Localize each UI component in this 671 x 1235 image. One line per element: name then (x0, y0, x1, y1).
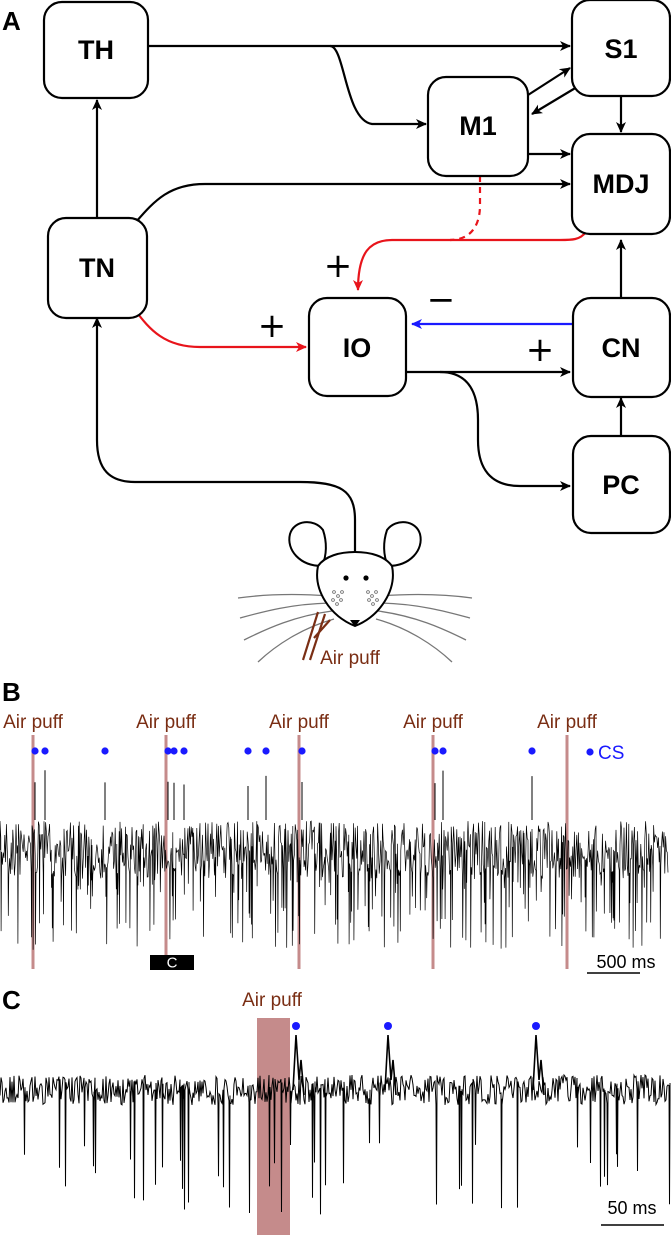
air-puff-nozzle-icon (301, 611, 331, 661)
node-s1-label: S1 (604, 34, 637, 64)
panel-b-air-puff-label: Air puff (136, 712, 197, 733)
arrow-th-m1 (329, 44, 427, 129)
whiskers (237, 593, 473, 663)
panel-b-air-puff-label: Air puff (403, 712, 464, 733)
complex-spike-dot (439, 747, 447, 755)
complex-spike-dot (262, 747, 270, 755)
scale-bar-c-label: 50 ms (607, 1198, 656, 1218)
panel-a-label: A (2, 6, 21, 36)
node-pc-label: PC (602, 470, 640, 500)
scale-bar-b: 500 ms (587, 952, 656, 974)
complex-spike-dot (532, 1022, 540, 1030)
sign-plus-mdj-io: + (324, 246, 353, 286)
panel-b-label: B (2, 677, 21, 707)
node-pc: PC (571, 434, 671, 535)
air-puff-marker (297, 735, 301, 969)
air-puff-marker (431, 735, 435, 969)
complex-spike-waveform (292, 1034, 305, 1096)
zoom-box-label: C (167, 955, 178, 972)
panel-c-label: C (2, 985, 21, 1015)
node-io: IO (307, 296, 408, 398)
node-mdj-label: MDJ (592, 169, 649, 199)
complex-spike-dot (528, 747, 536, 755)
arrow-m1-s1 (527, 67, 571, 96)
scale-bar-c: 50 ms (601, 1198, 664, 1226)
arrow-s1-m1 (531, 83, 583, 115)
complex-spike-dot (170, 747, 178, 755)
complex-spike-dot (431, 747, 439, 755)
arrow-io-pc (439, 370, 571, 491)
node-io-label: IO (343, 333, 372, 363)
node-s1: S1 (570, 0, 671, 98)
arrow-mdj-io (353, 231, 587, 291)
complex-spike-dot (41, 747, 49, 755)
arrow-mouse-tn (92, 317, 357, 560)
arrow-tn-mdj (135, 179, 571, 223)
node-cn: CN (571, 296, 671, 399)
sign-minus-cn-io: − (427, 280, 456, 320)
zoom-box-c: C (150, 955, 194, 972)
mouse-head-icon: Air puff (237, 521, 473, 669)
cs-legend-label: CS (598, 743, 624, 764)
arrow-m1-io-dashed (449, 176, 482, 242)
panel-c-trace (0, 1022, 671, 1215)
node-th: TH (42, 0, 150, 100)
panel-c-air-puff-label: Air puff (242, 990, 303, 1011)
voltage-trace-c (0, 1073, 671, 1215)
complex-spike-waveform (532, 1034, 545, 1096)
air-puff-band-c (257, 1018, 290, 1235)
mouse-air-puff-label: Air puff (320, 648, 381, 669)
complex-spike-dot (298, 747, 306, 755)
node-th-label: TH (78, 35, 114, 65)
panel-b-air-puff-label: Air puff (3, 712, 64, 733)
complex-spike-dot (101, 747, 109, 755)
complex-spike-dot (244, 747, 252, 755)
voltage-trace-b (0, 820, 669, 950)
complex-spike-dot (164, 747, 172, 755)
complex-spike-dot (180, 747, 188, 755)
arrow-tn-io (134, 309, 307, 352)
complex-spike-waveform (384, 1034, 397, 1096)
node-mdj: MDJ (570, 132, 671, 236)
complex-spike-dot (292, 1022, 300, 1030)
scale-bar-b-label: 500 ms (596, 952, 655, 972)
node-m1-label: M1 (459, 111, 497, 141)
air-puff-marker (565, 735, 569, 969)
node-cn-label: CN (602, 333, 641, 363)
sign-plus-tn-io: + (258, 306, 287, 346)
node-tn: TN (46, 216, 149, 320)
cs-legend-dot (586, 748, 594, 756)
complex-spike-dot (384, 1022, 392, 1030)
connection-arrows (92, 41, 626, 560)
panel-b-air-puff-label: Air puff (537, 712, 598, 733)
complex-spike-dot (31, 747, 39, 755)
node-tn-label: TN (79, 253, 115, 283)
panel-b-trace: Air puff Air puff Air puff Air puff Air puff (0, 712, 669, 969)
node-m1: M1 (426, 75, 530, 178)
sign-plus-io-cn: + (526, 330, 555, 370)
panel-b-air-puff-label: Air puff (269, 712, 330, 733)
